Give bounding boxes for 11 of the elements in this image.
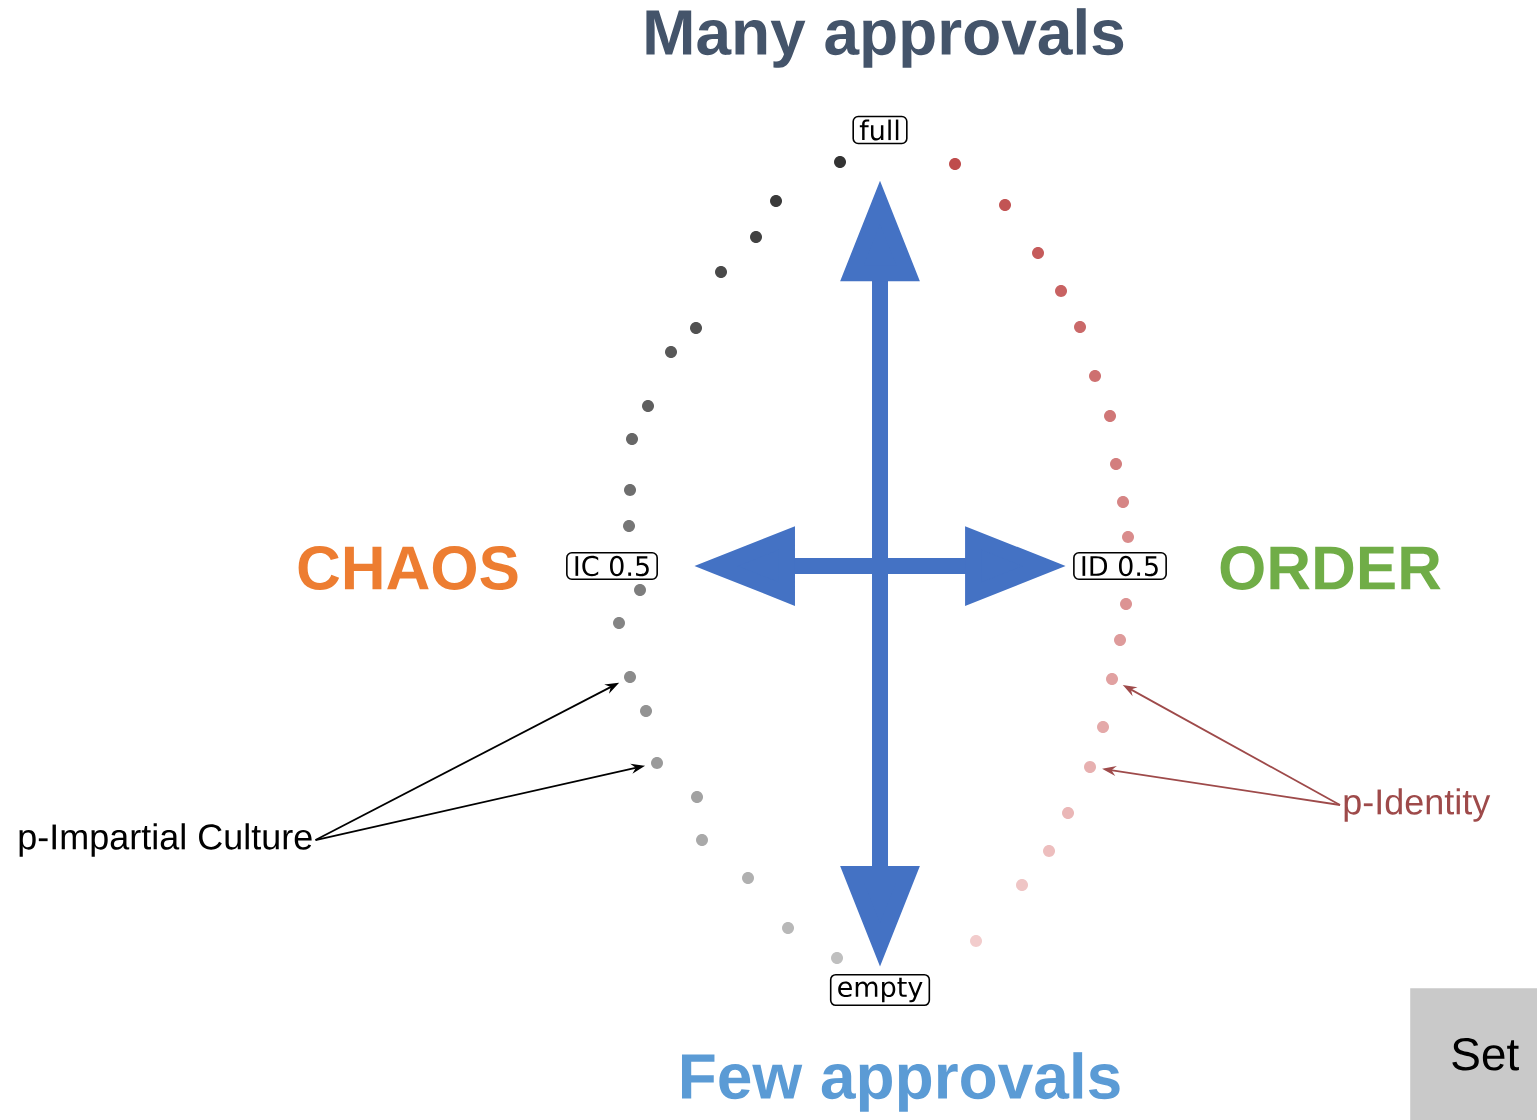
label-box: full <box>852 115 908 145</box>
label-box: IC 0.5 <box>566 552 658 580</box>
callout-text: p-Impartial Culture <box>19 823 312 857</box>
axis-label: ORDER <box>1220 546 1441 590</box>
label-box: ID 0.5 <box>1073 552 1167 580</box>
axis-label: Few approvals <box>682 1052 1120 1112</box>
callout-text: p-Identity <box>1344 788 1491 822</box>
slide-panel: Set <box>1410 988 1537 1120</box>
axis-label: Many approvals <box>646 8 1124 68</box>
axis-label: CHAOS <box>298 546 518 590</box>
label-box: empty <box>829 973 931 1007</box>
